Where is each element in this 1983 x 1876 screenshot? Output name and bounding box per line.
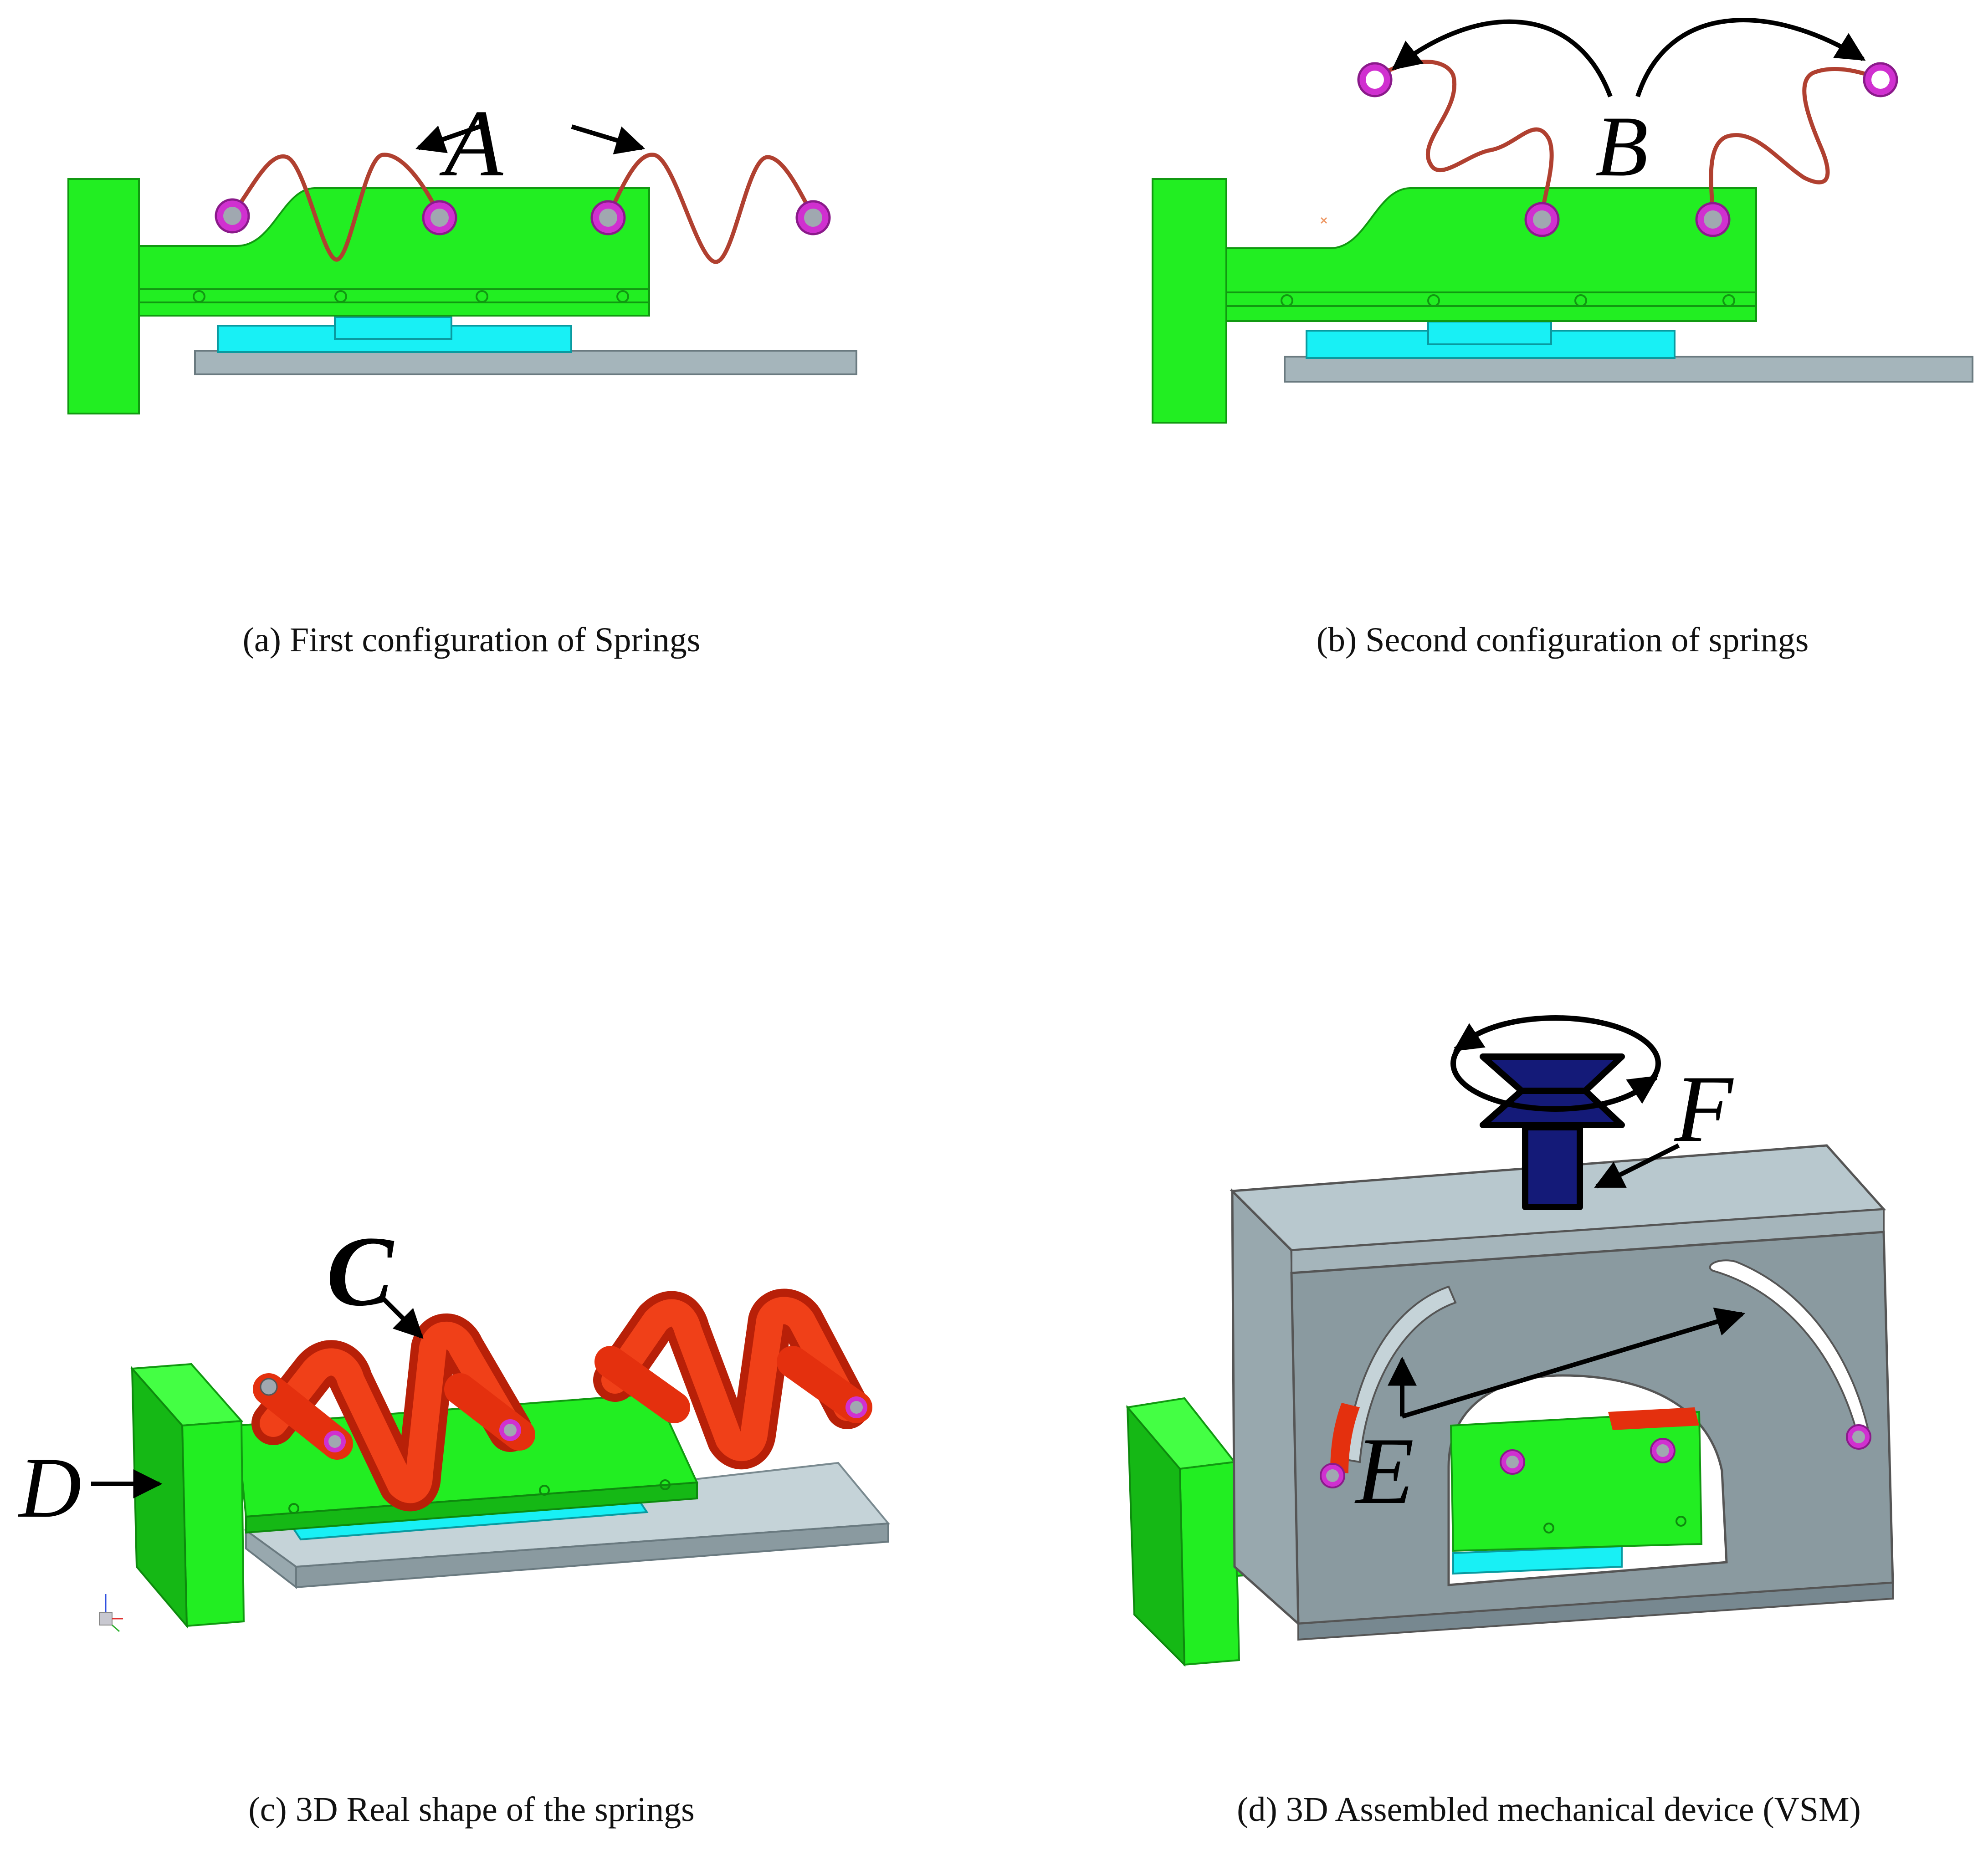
panel-a-first-configuration: A [67, 91, 857, 414]
caption-c: (c) 3D Real shape of the springs [248, 1790, 695, 1829]
spring-3d-right [593, 1288, 872, 1469]
carriage-bolts [1281, 294, 1735, 307]
spring-right [606, 153, 815, 264]
label-B: B [1595, 99, 1648, 194]
rotation-arrow-head-right [1626, 1075, 1659, 1104]
spring-3d-left [251, 1313, 535, 1512]
label-C: C [327, 1216, 395, 1327]
spring-left [230, 153, 442, 262]
slot-pins [1320, 1424, 1871, 1488]
cyan-slider-top [334, 316, 452, 340]
arrow-E-right [1401, 1307, 1746, 1419]
green-end-plate [67, 178, 140, 414]
arrow-A-left [415, 122, 488, 153]
caption-a: (a) First configuration of Springs [242, 621, 701, 659]
arrow-A-right [571, 124, 646, 154]
caption-b: (b) Second configuration of springs [1316, 621, 1809, 659]
spring-pins [1357, 62, 1898, 237]
green-end-plate [1152, 178, 1227, 424]
label-E: E [1354, 1418, 1414, 1524]
green-carriage [1225, 187, 1757, 322]
curved-slot-right [1709, 1259, 1869, 1431]
green-carriage [1450, 1411, 1703, 1552]
label-F: F [1674, 1056, 1734, 1162]
panel-d-assembled-device: F E [1126, 1015, 1894, 1667]
grey-base-plate [194, 350, 857, 375]
spring-left [1373, 60, 1554, 220]
cyan-slider-top [1427, 321, 1552, 345]
spring-pins-3d [260, 1378, 867, 1452]
spring-pins [215, 198, 831, 235]
arrow-B-right [1635, 18, 1866, 97]
carriage-bolts [1543, 1516, 1686, 1534]
grey-base-plate [1284, 356, 1973, 383]
axis-triad-icon [99, 1594, 123, 1632]
arrow-C [381, 1296, 424, 1339]
spring-right [1709, 67, 1881, 220]
green-carriage [138, 187, 650, 317]
label-A: A [439, 91, 503, 196]
panel-b-second-configuration: B [1152, 18, 1973, 424]
arrow-B-left [1391, 19, 1613, 97]
caption-d: (d) 3D Assembled mechanical device (VSM) [1237, 1790, 1861, 1829]
rotation-arrow-head-left [1453, 1023, 1486, 1052]
arrow-F [1594, 1143, 1680, 1189]
panel-c-3d-springs: C D [17, 1216, 891, 1632]
rotation-ellipse [1450, 1015, 1661, 1112]
label-D: D [17, 1440, 81, 1536]
curved-slot-left [1345, 1285, 1457, 1463]
carriage-bolts [193, 290, 629, 303]
housing-side [1231, 1188, 1300, 1626]
carriage-pins [1500, 1438, 1676, 1475]
